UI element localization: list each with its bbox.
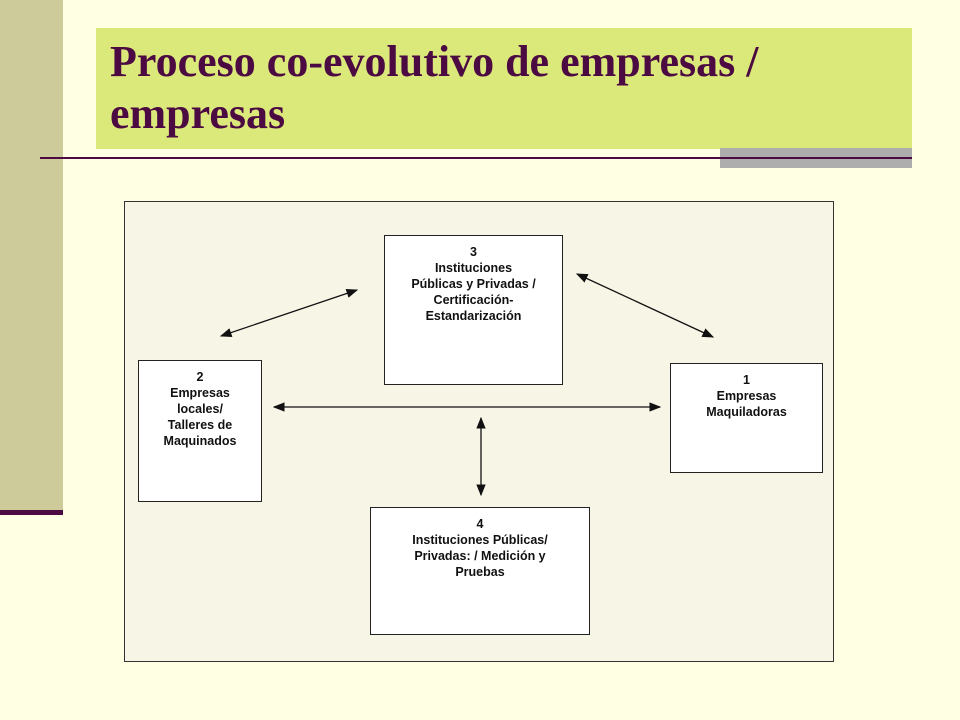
left-decorative-bar [0,0,63,512]
title-underline [40,157,912,159]
node-empresas-locales: 2 Empresas locales/ Talleres de Maquinad… [138,360,262,502]
node-label-line: Certificación- [433,293,514,307]
node-empresas-maquiladoras: 1 Empresas Maquiladoras [670,363,823,473]
node-label-line: Maquiladoras [706,405,787,419]
node-label-line: Maquinados [163,434,237,448]
node-label-line: Empresas [716,389,777,403]
node-label-line: Públicas y Privadas / [411,277,536,291]
slide-title: Proceso co-evolutivo de empresas / empre… [110,37,759,138]
arrow-3-to-1 [575,273,715,338]
node-instituciones-certificacion: 3 Instituciones Públicas y Privadas / Ce… [384,235,563,385]
node-label-line: Talleres de [167,418,233,432]
node-label-line: Pruebas [455,565,505,579]
node-label-line: Estandarización [425,309,522,323]
node-number: 4 [476,517,484,531]
node-label-line: Instituciones Públicas/ [412,533,548,547]
node-number: 2 [196,370,204,384]
title-background [96,28,912,149]
node-label-line: Empresas [170,386,230,400]
node-label-line: locales/ [177,402,223,416]
title-underline-accent [720,148,912,168]
node-label-line: Instituciones [434,261,513,275]
arrow-2-to-3 [219,288,359,338]
node-instituciones-medicion: 4 Instituciones Públicas/ Privadas: / Me… [370,507,590,635]
left-bar-accent [0,510,63,515]
node-number: 1 [743,373,750,387]
node-label-line: Privadas: / Medición y [414,549,546,563]
node-number: 3 [470,245,477,259]
